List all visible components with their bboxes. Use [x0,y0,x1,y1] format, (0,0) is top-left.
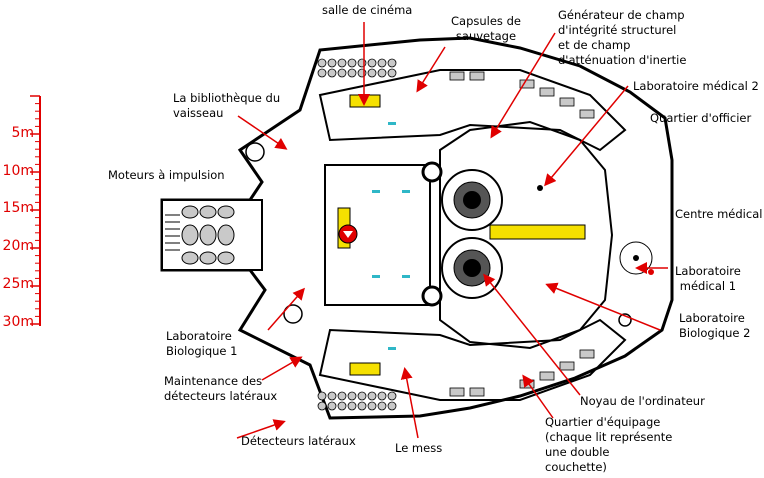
label-officer: Quartier d'officier [650,111,752,125]
structural-beam [489,224,586,240]
scale-label-5m: 5m [11,125,34,141]
pointer-bio-lab-1 [267,287,305,331]
label-bio-lab-1: Laboratoire Biologique 1 [166,329,238,358]
scale-label-10m: 10m [2,163,34,179]
bio-lab-room [283,304,303,324]
scale-label-30m: 30m [2,314,34,330]
lateral-sensors-upper [317,58,397,78]
pointer-capsules [416,46,446,93]
label-library: La bibliothèque du vaisseau [173,91,281,120]
pointer-lateral-sensors [236,419,286,439]
label-bio-lab-2: Laboratoire Biologique 2 [679,311,751,340]
pointer-mess [400,367,419,439]
library-room [245,142,265,162]
label-capsules: Capsules de sauvetage [451,14,521,43]
hatch-upper [421,161,443,183]
label-computer-core: Noyau de l'ordinateur [580,394,705,408]
label-impulse: Moteurs à impulsion [108,168,225,182]
label-med-lab-2: Laboratoire médical 2 [633,79,759,93]
pointer-generator [490,32,556,139]
label-cinema: salle de cinéma [322,3,413,17]
label-med-lab-1: Laboratoire médical 1 [675,264,741,293]
pointer-med-lab-2 [544,85,629,187]
hatch-lower [421,285,443,307]
lateral-sensors-lower [317,391,397,411]
engine-coils [181,205,235,265]
pointer-computer-core [483,273,581,396]
label-sensor-maint: Maintenance des détecteurs latéraux [164,374,278,403]
pointer-library [237,115,288,150]
scale-label-15m: 15m [2,200,34,216]
computer-core-upper [441,169,503,231]
label-mess: Le mess [395,441,443,455]
label-crew: Quartier d'équipage (chaque lit représen… [545,415,673,474]
label-lateral-sensors: Détecteurs latéraux [241,434,356,448]
scale-label-20m: 20m [2,238,34,254]
engine-vents [165,214,180,251]
label-medical-center: Centre médical [675,207,763,221]
pointer-bio-lab-2 [545,282,661,331]
scale-label-25m: 25m [2,276,34,292]
upper-wing [318,69,627,152]
console-screens [372,122,410,350]
pointer-sensor-maint [261,356,303,381]
scale-ticks [30,95,40,325]
lab-red-marker [648,269,654,275]
pointer-crew [522,374,554,419]
lab-red-marker-2 [537,185,543,191]
console-yellow-3 [349,362,381,376]
lower-wing [318,318,627,401]
label-generator: Générateur de champ d'intégrité structur… [558,8,687,67]
